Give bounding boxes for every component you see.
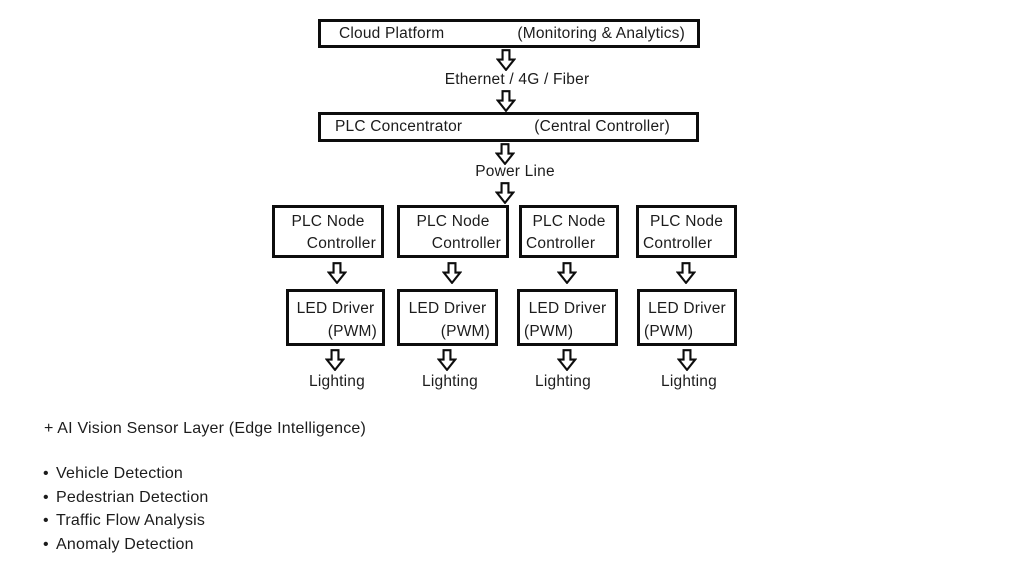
down-arrow-icon <box>442 262 462 284</box>
lighting-label-1: Lighting <box>309 373 365 390</box>
plc-node-subtitle: Controller <box>526 235 596 252</box>
list-item: • Pedestrian Detection <box>43 486 209 510</box>
feature-list: • Vehicle Detection • Pedestrian Detection… <box>43 462 209 556</box>
plc-concentrator-title: PLC Concentrator <box>335 118 463 135</box>
led-driver-title: LED Driver <box>296 300 375 317</box>
led-driver-subtitle: (PWM) <box>440 323 490 340</box>
plc-node-subtitle: Controller <box>306 235 376 252</box>
down-arrow-icon <box>437 349 457 371</box>
list-item-label: Pedestrian Detection <box>56 488 209 506</box>
led-driver-subtitle: (PWM) <box>327 323 377 340</box>
power-line-link-label: Power Line <box>475 163 555 180</box>
led-driver-box-1: LED Driver (PWM) <box>286 289 385 346</box>
plc-node-box-1: PLC Node Controller <box>272 205 384 258</box>
plc-node-subtitle: Controller <box>643 235 713 252</box>
lighting-label-4: Lighting <box>661 373 717 390</box>
led-driver-subtitle: (PWM) <box>524 323 574 340</box>
plc-node-subtitle: Controller <box>431 235 501 252</box>
led-driver-title: LED Driver <box>408 300 487 317</box>
led-driver-box-2: LED Driver (PWM) <box>397 289 498 346</box>
bullet-icon: • <box>43 535 49 553</box>
bullet-icon: • <box>43 488 49 506</box>
plc-concentrator-box: PLC Concentrator (Central Controller) <box>318 112 699 142</box>
cloud-platform-box: Cloud Platform (Monitoring & Analytics) <box>318 19 700 48</box>
plc-node-box-2: PLC Node Controller <box>397 205 509 258</box>
plc-node-title: PLC Node <box>532 213 606 230</box>
list-item-label: Traffic Flow Analysis <box>56 512 206 529</box>
down-arrow-icon <box>676 262 696 284</box>
list-item: • Vehicle Detection <box>43 462 209 486</box>
led-driver-title: LED Driver <box>528 300 607 317</box>
ethernet-link-label: Ethernet / 4G / Fiber <box>444 71 590 88</box>
down-arrow-icon <box>557 262 577 284</box>
plc-concentrator-subtitle: (Central Controller) <box>534 118 670 135</box>
plc-node-box-3: PLC Node Controller <box>519 205 619 258</box>
down-arrow-icon <box>325 349 345 371</box>
list-item-label: Anomaly Detection <box>56 535 194 553</box>
down-arrow-icon <box>495 182 515 204</box>
plc-node-box-4: PLC Node Controller <box>636 205 737 258</box>
plc-node-title: PLC Node <box>416 213 490 230</box>
cloud-platform-subtitle: (Monitoring & Analytics) <box>517 24 685 42</box>
bullet-icon: • <box>43 512 49 529</box>
led-driver-box-3: LED Driver (PWM) <box>517 289 618 346</box>
down-arrow-icon <box>557 349 577 371</box>
list-item: • Anomaly Detection <box>43 533 209 557</box>
list-item-label: Vehicle Detection <box>56 465 184 482</box>
lighting-label-2: Lighting <box>422 373 478 390</box>
down-arrow-icon <box>677 349 697 371</box>
ai-vision-layer-heading: + AI Vision Sensor Layer (Edge Intellige… <box>44 420 367 437</box>
down-arrow-icon <box>496 90 516 112</box>
lighting-label-3: Lighting <box>535 373 591 390</box>
cloud-platform-title: Cloud Platform <box>339 24 445 42</box>
bullet-icon: • <box>43 465 49 482</box>
led-driver-box-4: LED Driver (PWM) <box>637 289 737 346</box>
plc-node-title: PLC Node <box>291 213 365 230</box>
list-item: • Traffic Flow Analysis <box>43 509 209 533</box>
plc-node-title: PLC Node <box>649 213 724 230</box>
led-driver-title: LED Driver <box>648 300 726 317</box>
down-arrow-icon <box>496 49 516 71</box>
down-arrow-icon <box>495 143 515 165</box>
led-driver-subtitle: (PWM) <box>644 323 694 340</box>
down-arrow-icon <box>327 262 347 284</box>
